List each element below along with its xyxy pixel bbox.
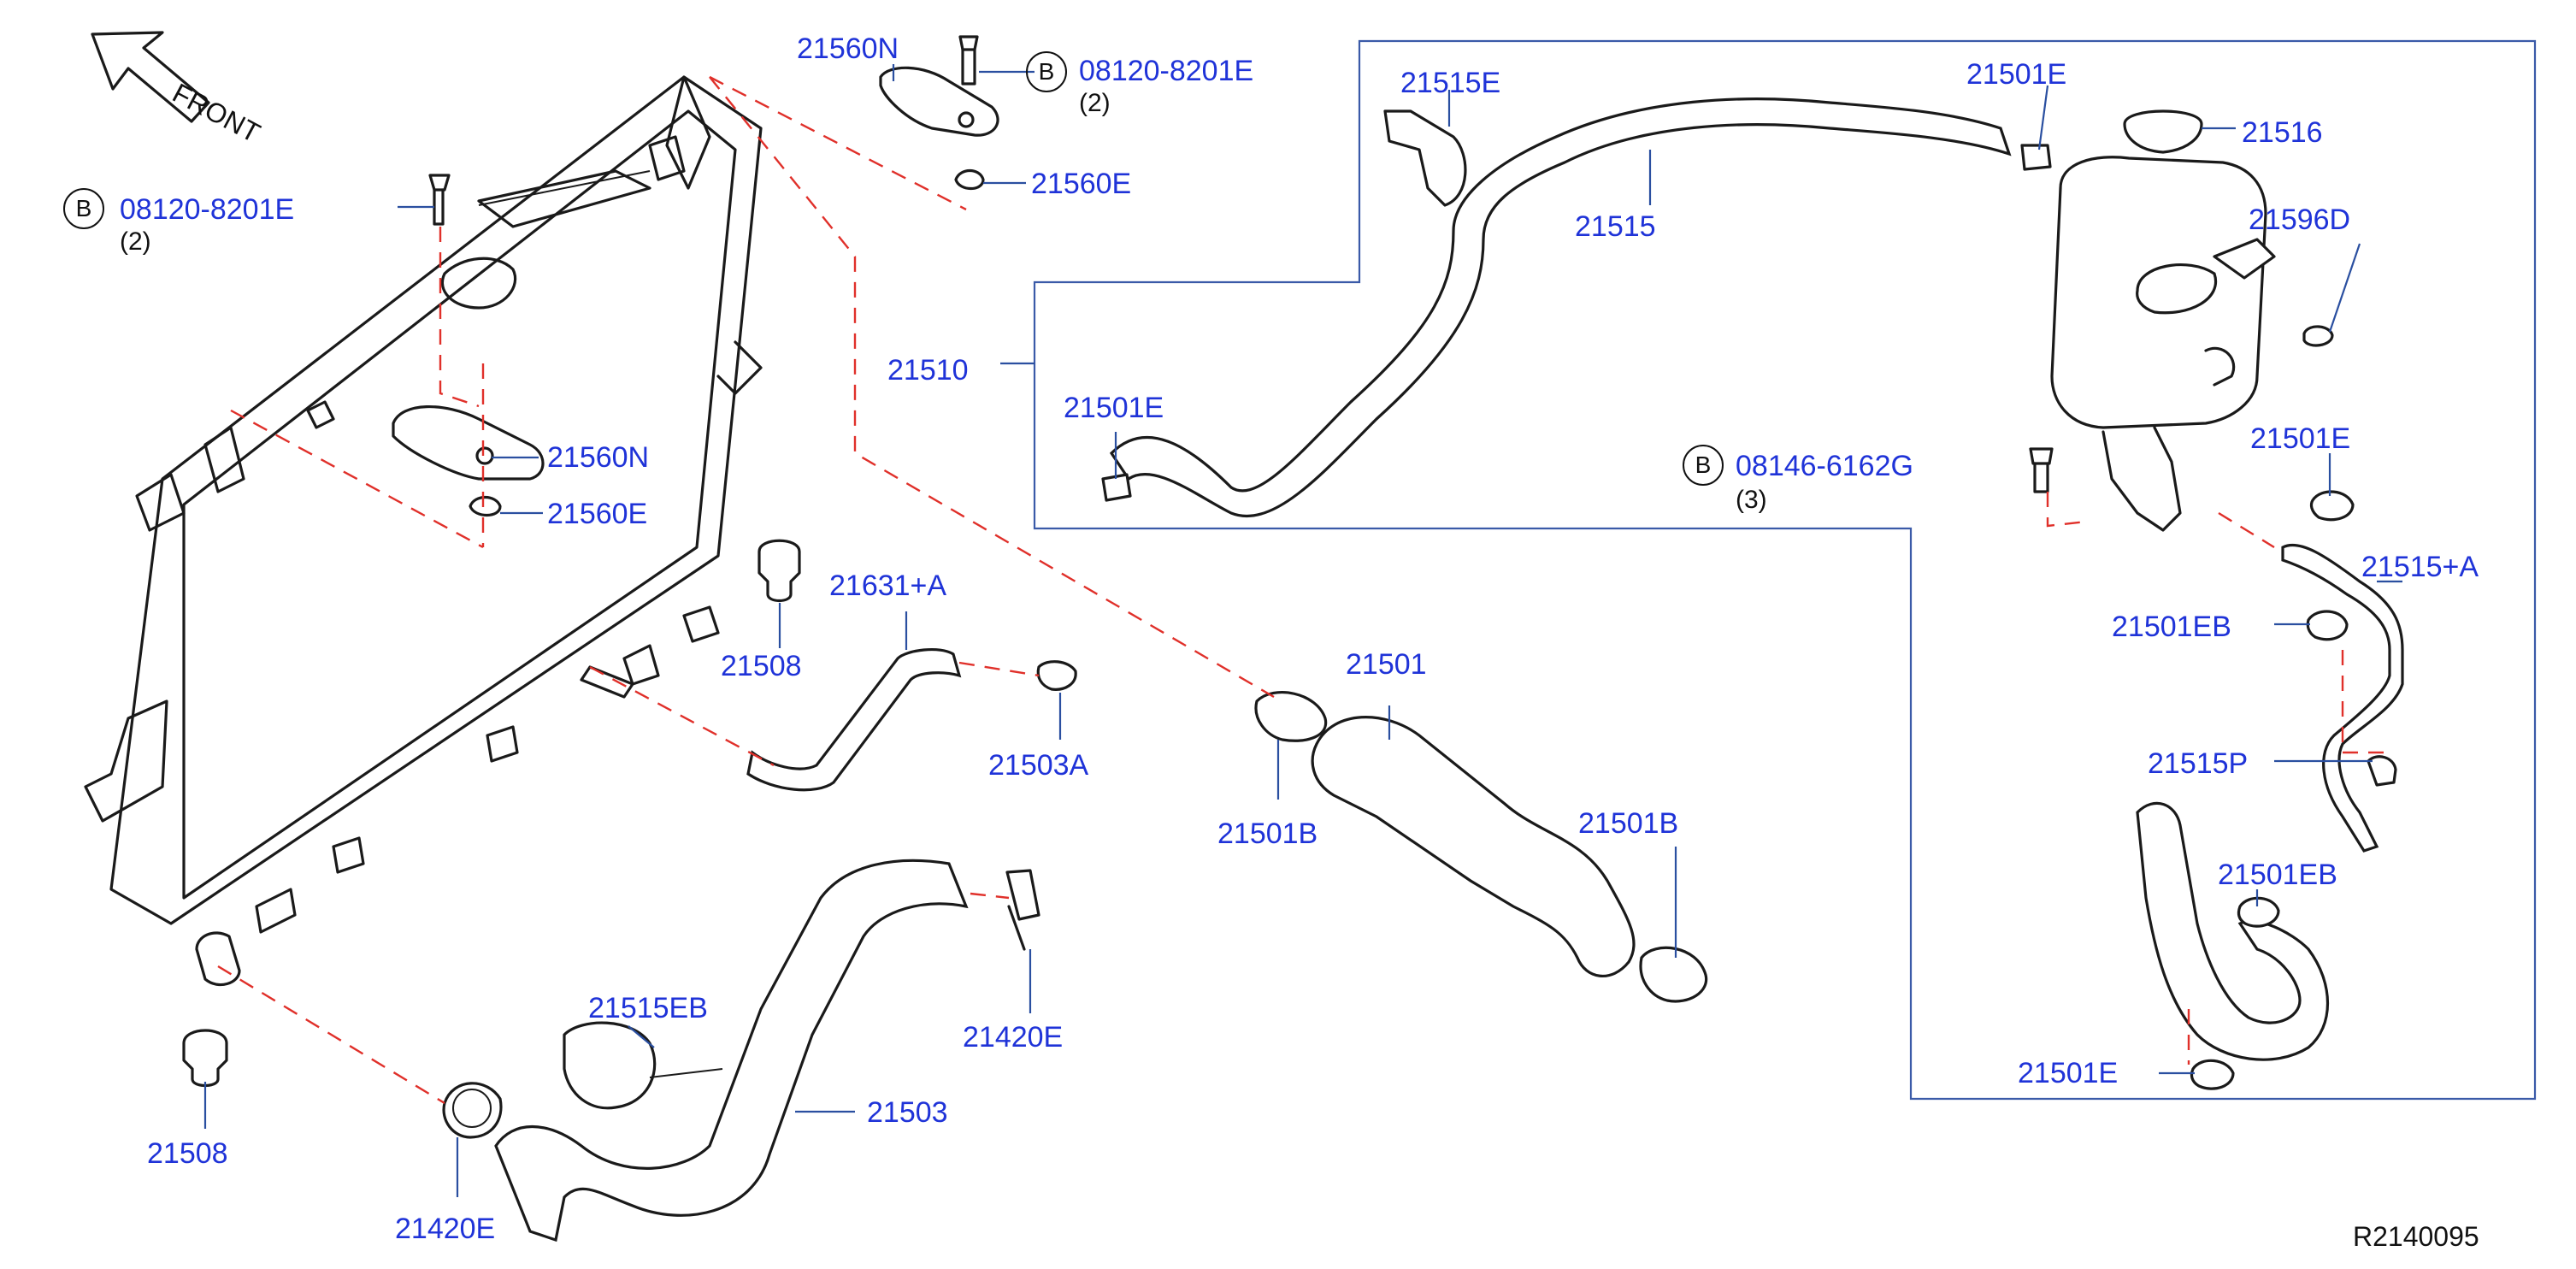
callout-21501EB-upper: 21501EB [2112,611,2231,643]
clamp-21501B-left [1254,691,1328,742]
callout-21515A: 21515+A [2361,551,2479,583]
hose-21631A [746,648,962,792]
hose-21501-lower-loop [2136,801,2330,1061]
hose-21515A [2281,543,2404,853]
callout-21503A: 21503A [988,749,1089,782]
callout-21501E-top: 21501E [1966,58,2067,91]
callout-21560E-top: 21560E [1031,168,1132,200]
callout-21596D: 21596D [2249,204,2351,236]
bracket-21560N-top [879,66,999,137]
bolt-badge-left: B [63,188,104,229]
callout-qty-top: (2) [1079,89,1111,117]
clip-21515P [2367,755,2397,787]
bracket-21560N-mid [392,405,545,481]
clamp-21501EB-lower [2237,896,2280,928]
callout-21560N-mid: 21560N [547,441,650,474]
mount-21508-upper [757,539,801,603]
clamp-21501EB-upper [2306,610,2349,641]
callout-08120-8201E-top: 08120-8201E [1079,55,1254,87]
bolt-left [428,174,451,226]
callout-08146-6162G: 08146-6162G [1736,450,1913,482]
callout-21420E-left: 21420E [395,1213,496,1245]
callout-21515P: 21515P [2148,747,2249,780]
reservoir-tank [2050,156,2276,532]
bolt-top [958,35,979,86]
clamp-21503A [1036,660,1077,691]
callout-21631A: 21631+A [829,570,947,602]
callout-21501B-left: 21501B [1217,817,1318,850]
clamp-21420E-left [442,1082,503,1139]
clamp-21501E-left [1101,473,1132,502]
clamp-21501E-bottom [2190,1059,2235,1090]
clamp-21515EB [563,1021,723,1110]
clamp-21501E-right [2309,490,2355,522]
clamp-21501E-top [2020,144,2052,171]
plug-21596D [2302,325,2334,347]
hose-21503 [494,859,969,1242]
callout-21501EB-lower: 21501EB [2218,859,2337,891]
bolt-badge-08146: B [1683,445,1724,486]
callout-21501E-right: 21501E [2250,422,2351,455]
callout-qty-08146: (3) [1736,486,1767,514]
radiator [84,75,763,987]
callout-21515: 21515 [1575,210,1656,243]
grommet-21560E-mid [469,495,502,517]
callout-21503: 21503 [867,1096,948,1129]
callout-21501: 21501 [1346,648,1427,681]
callout-21560E-mid: 21560E [547,498,648,530]
bolt-08146 [2029,447,2054,493]
callout-qty-left: (2) [120,227,151,256]
clamp-21515E [1383,109,1467,207]
callout-21501E-left: 21501E [1064,392,1164,424]
group-frame-21510 [1033,39,2537,1101]
callout-21516: 21516 [2242,116,2323,149]
callout-21501B-right: 21501B [1578,807,1679,840]
callout-21501E-bottom: 21501E [2018,1057,2119,1089]
clamp-21501B-right [1639,946,1708,1003]
cap-21516 [2123,109,2203,154]
diagram-reference-number: R2140095 [2353,1221,2479,1252]
mount-21508-lower [182,1029,228,1088]
bolt-badge-top: B [1026,51,1067,92]
callout-21560N-top: 21560N [797,32,899,65]
callout-21515E: 21515E [1400,67,1501,99]
front-arrow-icon [91,31,210,123]
callout-21510: 21510 [887,354,969,387]
grommet-21560E-top [954,168,985,191]
clamp-21420E-right [1005,869,1040,951]
callout-21508-upper: 21508 [721,650,802,682]
callout-21508-lower: 21508 [147,1137,228,1170]
callout-21420E-right: 21420E [963,1021,1064,1054]
hose-21501 [1311,716,1636,977]
hose-21515 [1109,97,2012,518]
callout-08120-8201E-left: 08120-8201E [120,193,295,226]
callout-21515EB: 21515EB [588,992,708,1024]
